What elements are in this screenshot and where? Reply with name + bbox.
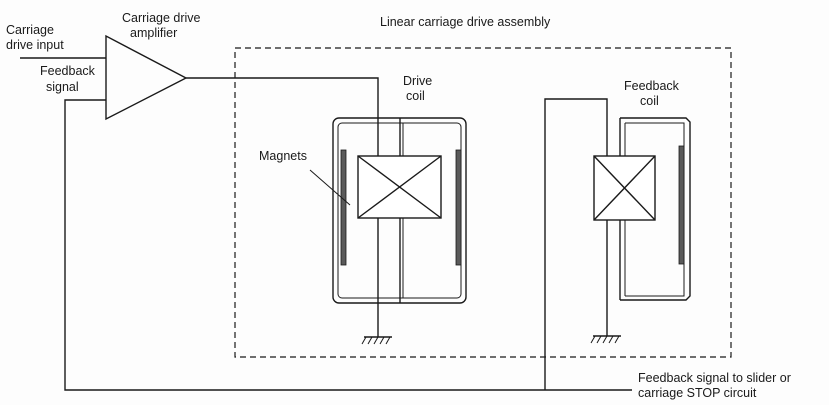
drive-magnet-right: [455, 149, 462, 266]
feedback-signal-wire: [544, 98, 608, 390]
drive-ground-icon: [361, 336, 392, 345]
label-assembly: Linear carriage drive assembly: [380, 15, 551, 29]
magnets-leader: [309, 169, 351, 206]
amplifier-icon: [105, 34, 188, 121]
label-feedback-signal: Feedback signal: [40, 64, 98, 94]
drive-coil-assembly: [332, 117, 467, 337]
drive-wire: [186, 77, 379, 156]
feedback-coil-assembly: [544, 98, 691, 390]
assembly-boundary: [234, 47, 732, 358]
feedback-outer-frame: [620, 117, 691, 301]
drive-magnet-left: [340, 149, 347, 266]
label-carriage-drive-amplifier: Carriage drive amplifier: [122, 11, 204, 40]
label-feedback-coil: Feedback coil: [624, 79, 682, 108]
feedback-ground-icon: [590, 335, 621, 344]
label-carriage-drive-input: Carriage drive input: [6, 23, 64, 52]
label-feedback-output: Feedback signal to slider or carriage ST…: [638, 371, 794, 400]
feedback-loop-wire: [64, 99, 632, 391]
feedback-magnet: [678, 145, 685, 265]
label-drive-coil: Drive coil: [403, 74, 436, 103]
label-magnets: Magnets: [259, 149, 307, 163]
